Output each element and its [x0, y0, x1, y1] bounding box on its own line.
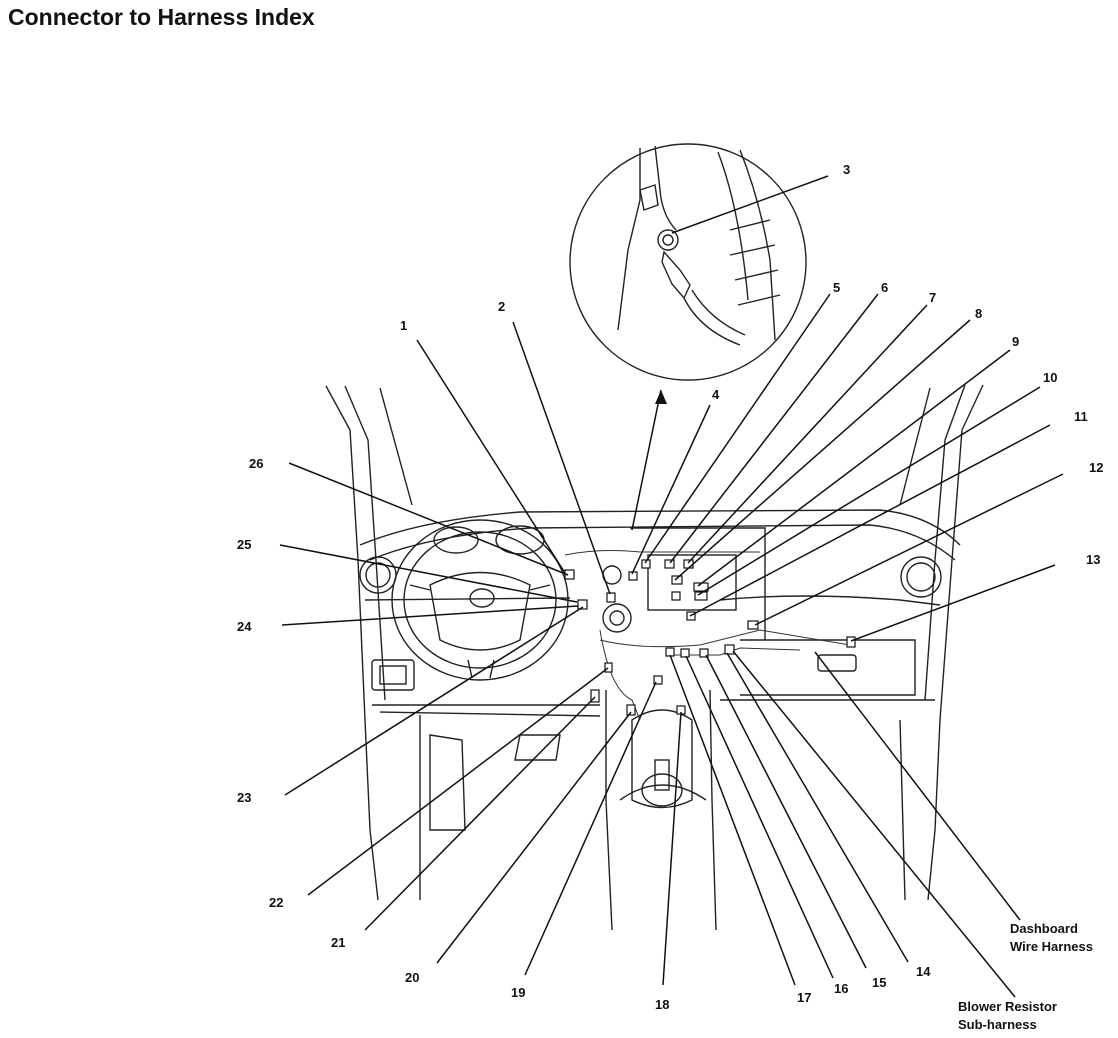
blower-subharness-label-2: Sub-harness: [958, 1017, 1037, 1032]
callout-18: 18: [655, 997, 669, 1012]
leader-lines: [279, 175, 1064, 998]
callout-22: 22: [269, 895, 283, 910]
callout-11: 11: [1074, 409, 1088, 424]
page-title: Connector to Harness Index: [8, 4, 315, 30]
callout-26: 26: [249, 456, 263, 471]
callout-25: 25: [237, 537, 251, 552]
callout-17: 17: [797, 990, 811, 1005]
callout-labels: 1 2 3 4 5 6 7 8 9 10 11 12 13 14 15 16 1…: [237, 162, 1103, 1032]
callout-4: 4: [712, 387, 720, 402]
callout-1: 1: [400, 318, 407, 333]
callout-10: 10: [1043, 370, 1057, 385]
blower-subharness-label-1: Blower Resistor: [958, 999, 1057, 1014]
callout-8: 8: [975, 306, 982, 321]
callout-7: 7: [929, 290, 936, 305]
callout-20: 20: [405, 970, 419, 985]
callout-6: 6: [881, 280, 888, 295]
callout-13: 13: [1086, 552, 1100, 567]
dashboard-harness-label-1: Dashboard: [1010, 921, 1078, 936]
callout-21: 21: [331, 935, 345, 950]
dashboard-harness-label-2: Wire Harness: [1010, 939, 1093, 954]
callout-15: 15: [872, 975, 886, 990]
callout-2: 2: [498, 299, 505, 314]
callout-19: 19: [511, 985, 525, 1000]
callout-12: 12: [1089, 460, 1103, 475]
callout-5: 5: [833, 280, 840, 295]
dashboard-drawing: [325, 384, 984, 931]
callout-9: 9: [1012, 334, 1019, 349]
callout-16: 16: [834, 981, 848, 996]
callout-3: 3: [843, 162, 850, 177]
callout-23: 23: [237, 790, 251, 805]
inset-detail: [569, 143, 807, 381]
callout-14: 14: [916, 964, 931, 979]
callout-24: 24: [237, 619, 252, 634]
